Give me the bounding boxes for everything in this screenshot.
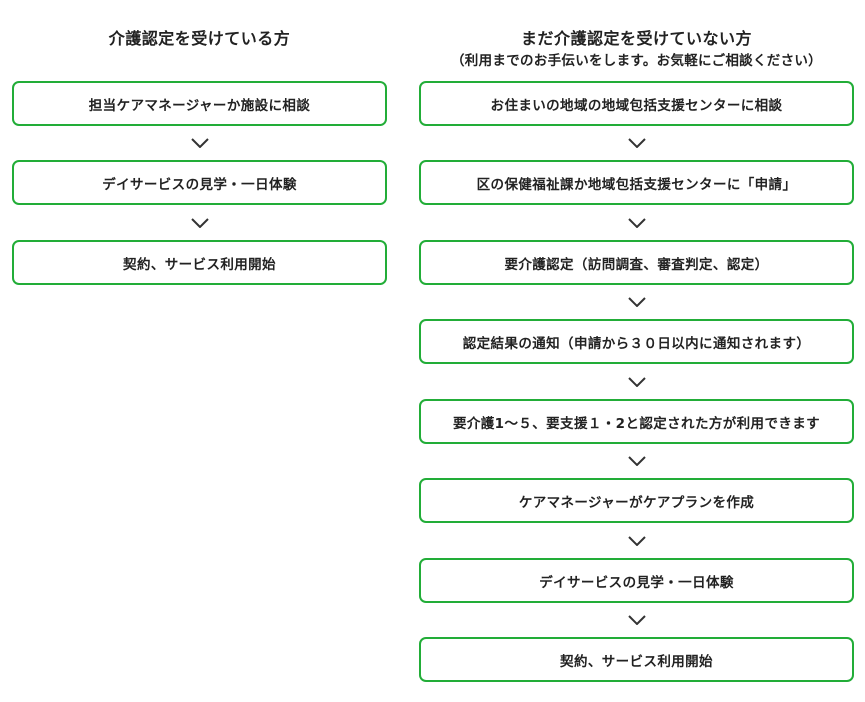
step-label: ケアマネージャーがケアプランを作成: [518, 494, 755, 511]
step-box: 契約、サービス利用開始: [12, 240, 387, 285]
step-box: お住まいの地域の地域包括支援センターに相談: [419, 81, 854, 126]
step-label: 契約、サービス利用開始: [123, 256, 276, 273]
chevron-down-icon: [627, 615, 646, 625]
chevron-down-icon: [190, 138, 209, 148]
chevron-down-icon: [627, 456, 646, 466]
column-title: 介護認定を受けている方: [108, 29, 291, 48]
column-subtitle: （利用までのお手伝いをします。お気軽にご相談ください）: [451, 53, 822, 69]
step-label: お住まいの地域の地域包括支援センターに相談: [490, 97, 783, 114]
chevron-down-icon: [627, 218, 646, 228]
step-box: デイサービスの見学・一日体験: [12, 160, 387, 205]
step-box: 要介護認定（訪問調査、審査判定、認定）: [419, 240, 854, 285]
step-box: 契約、サービス利用開始: [419, 637, 854, 682]
step-box: デイサービスの見学・一日体験: [419, 558, 854, 603]
step-box: 担当ケアマネージャーか施設に相談: [12, 81, 387, 126]
chevron-down-icon: [627, 377, 646, 387]
step-box: 区の保健福祉課か地域包括支援センターに「申請」: [419, 160, 854, 205]
chevron-down-icon: [627, 536, 646, 546]
step-label: 区の保健福祉課か地域包括支援センターに「申請」: [476, 176, 797, 193]
step-box: ケアマネージャーがケアプランを作成: [419, 478, 854, 523]
chevron-down-icon: [190, 218, 209, 228]
step-box: 要介護1〜５、要支援１・2と認定された方が利用できます: [419, 399, 854, 444]
chevron-down-icon: [627, 297, 646, 307]
column-title: まだ介護認定を受けていない方: [520, 29, 752, 48]
step-label: 要介護認定（訪問調査、審査判定、認定）: [504, 256, 769, 273]
step-label: 担当ケアマネージャーか施設に相談: [88, 97, 311, 114]
step-label: 認定結果の通知（申請から３０日以内に通知されます）: [462, 335, 811, 352]
step-label: 要介護1〜５、要支援１・2と認定された方が利用できます: [452, 415, 821, 432]
step-label: デイサービスの見学・一日体験: [102, 176, 297, 193]
chevron-down-icon: [627, 138, 646, 148]
step-label: デイサービスの見学・一日体験: [539, 574, 734, 591]
step-box: 認定結果の通知（申請から３０日以内に通知されます）: [419, 319, 854, 364]
step-label: 契約、サービス利用開始: [560, 653, 713, 670]
